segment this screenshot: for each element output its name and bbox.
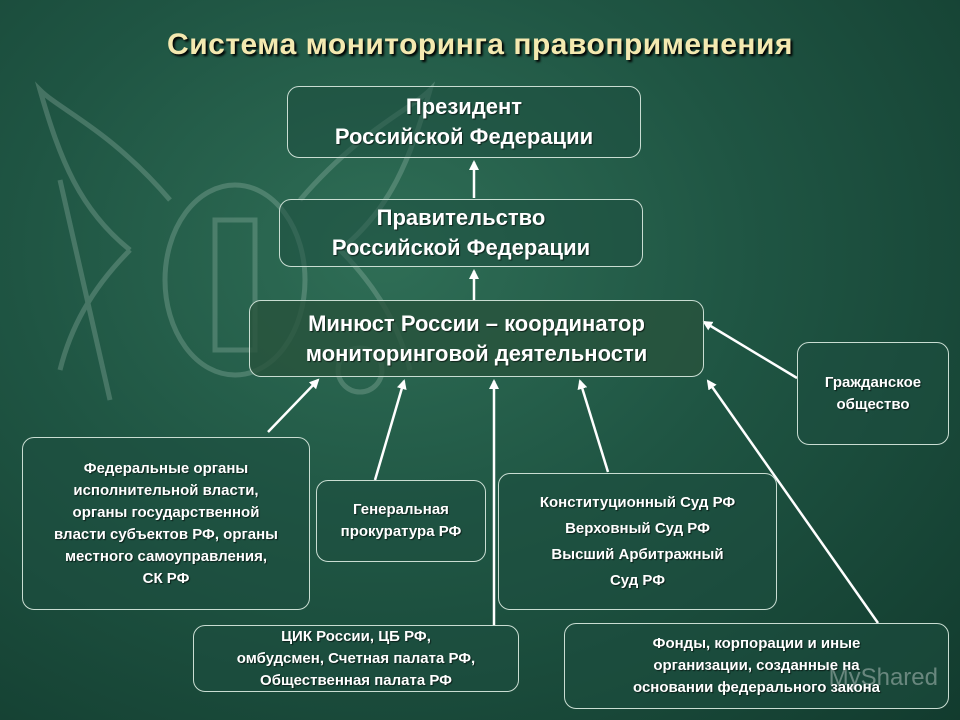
arrow-civil-to-minjust bbox=[702, 320, 798, 380]
page-title: Система мониторинга правоприменения bbox=[167, 28, 793, 61]
watermark: MyShared bbox=[828, 664, 938, 691]
node-federal-organs: Федеральные органы исполнительной власти… bbox=[22, 437, 310, 610]
node-courts: Конституционный Суд РФ Верховный Суд РФ … bbox=[498, 473, 777, 610]
arrow-courts-to-minjust bbox=[577, 379, 610, 473]
prosecutor-label: Генеральная прокуратура РФ bbox=[340, 501, 462, 540]
funds-label: Фонды, корпорации и иные организации, со… bbox=[632, 635, 881, 696]
node-president: Президент Российской Федерации bbox=[287, 86, 641, 158]
node-funds: Фонды, корпорации и иные организации, со… bbox=[564, 623, 949, 709]
government-label: Правительство Российской Федерации bbox=[331, 205, 591, 260]
courts-label: Конституционный Суд РФ Верховный Суд РФ … bbox=[539, 493, 736, 589]
node-minjust: Минюст России – координатор мониторингов… bbox=[249, 300, 704, 377]
civil-society-label: Гражданское общество bbox=[824, 373, 922, 413]
president-label: Президент Российской Федерации bbox=[334, 94, 594, 149]
minjust-label: Минюст России – координатор мониторингов… bbox=[305, 310, 648, 366]
node-cik: ЦИК России, ЦБ РФ, омбудсмен, Счетная па… bbox=[193, 625, 519, 692]
node-government: Правительство Российской Федерации bbox=[279, 199, 643, 267]
node-civil-society: Гражданское общество bbox=[797, 342, 949, 445]
node-prosecutor: Генеральная прокуратура РФ bbox=[316, 480, 486, 562]
federal-organs-label: Федеральные органы исполнительной власти… bbox=[54, 459, 278, 587]
cik-label: ЦИК России, ЦБ РФ, омбудсмен, Счетная па… bbox=[236, 627, 476, 689]
